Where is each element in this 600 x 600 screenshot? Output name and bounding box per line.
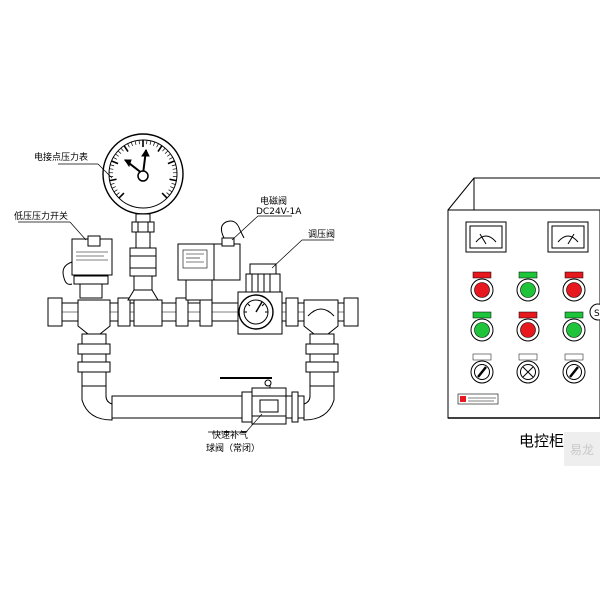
gauge-tick (169, 178, 177, 182)
gauge-tick (169, 157, 173, 160)
pressure-regulator (237, 263, 283, 335)
label-regulator-valve: 调压阀 (308, 229, 335, 240)
left-tee (77, 299, 111, 335)
solenoid-valve (177, 220, 245, 301)
cabinet-top-edge (447, 177, 600, 211)
gauge-tick (172, 168, 177, 170)
gauge-hex-nut (131, 221, 155, 233)
switch-label-plate (564, 353, 584, 361)
gauge-tick (157, 145, 163, 152)
gauge-tick (113, 189, 118, 193)
switch-label-plate (472, 353, 492, 361)
red-indicator-lamp[interactable] (566, 282, 582, 298)
lamp-label-plate (518, 311, 538, 319)
gauge-tick (170, 186, 175, 189)
green-indicator-lamp[interactable] (520, 282, 536, 298)
left-elbow (81, 385, 113, 421)
gauge-tick (153, 141, 156, 146)
gauge-tick (117, 150, 122, 154)
pipe-assembly (47, 297, 359, 425)
lamp-label-plate (518, 271, 538, 279)
gauge-tick (110, 182, 115, 185)
center-tee (133, 299, 163, 327)
gauge-tick (127, 143, 130, 148)
gauge-tick (115, 153, 119, 157)
label-low-pressure-switch: 低压压力开关 (14, 210, 68, 222)
cabinet-side-mark (589, 303, 600, 321)
cabinet-side-mark-text: S (594, 309, 600, 319)
low-pressure-switch (62, 235, 113, 299)
gauge-tick (164, 150, 169, 154)
contact-pressure-gauge (102, 133, 184, 301)
label-solenoid-voltage: DC24V-1A (256, 207, 302, 217)
lamp-label-plate (472, 271, 492, 279)
green-indicator-lamp[interactable] (566, 322, 582, 338)
label-ball-valve-normally-closed: 球阀（常闭） (206, 442, 260, 454)
gauge-tick (171, 164, 176, 167)
label-solenoid-valve: 电磁阀 (260, 195, 287, 207)
right-end-fitting (343, 297, 359, 327)
gauge-tick (171, 182, 176, 185)
label-electrical-cabinet: 电控柜 (519, 432, 564, 450)
label-contact-pressure-gauge: 电接点压力表 (34, 151, 88, 163)
pressure-switch-cable (62, 261, 73, 285)
gauge-tick (109, 168, 114, 170)
red-indicator-lamp[interactable] (520, 322, 536, 338)
gauge-tick (116, 192, 120, 196)
voltmeter-left (465, 221, 507, 253)
left-end-fitting (47, 297, 63, 327)
selector-switch-knob (474, 364, 490, 380)
solenoid-cable (220, 220, 245, 239)
leader-lines (18, 163, 334, 433)
cross-mark (522, 366, 534, 378)
green-indicator-lamp[interactable] (474, 322, 490, 338)
regulator-knob (245, 273, 281, 293)
gauge-tick (123, 145, 129, 152)
voltmeter-right (547, 221, 589, 253)
selector-switch-knob (566, 364, 582, 380)
cabinet-nameplate (457, 393, 499, 405)
gauge-tick (166, 192, 170, 196)
red-indicator-lamp[interactable] (474, 282, 490, 298)
gauge-tick (111, 186, 116, 189)
gauge-tick (168, 189, 173, 193)
selector-lever (569, 366, 579, 378)
switch-label-plate (518, 353, 538, 361)
gauge-tick (110, 164, 115, 167)
gauge-tick (134, 140, 137, 145)
cross-switch-knob (520, 364, 536, 380)
gauge-tick (109, 178, 117, 182)
selector-lever (477, 366, 487, 378)
lamp-label-plate (564, 271, 584, 279)
gauge-tick (167, 153, 171, 157)
gauge-tick (111, 160, 119, 165)
gauge-tick (162, 147, 166, 152)
watermark-text: 易龙 (570, 443, 594, 457)
electrical-cabinet (447, 177, 600, 419)
bypass-pipe (111, 395, 243, 419)
lamp-label-plate (564, 311, 584, 319)
gauge-tick (161, 192, 168, 199)
lamp-label-plate (472, 311, 492, 319)
gauge-tick (167, 160, 175, 165)
gauge-tick (149, 140, 152, 145)
gauge-tick (156, 143, 159, 148)
gauge-tick (113, 157, 117, 160)
watermark-box (564, 432, 600, 466)
label-quick-fill: 快速补气 (212, 429, 248, 441)
gauge-tick (118, 192, 125, 199)
right-tee (303, 299, 339, 335)
gauge-tick (130, 141, 133, 146)
right-elbow (303, 385, 335, 421)
gauge-tick (120, 147, 124, 152)
